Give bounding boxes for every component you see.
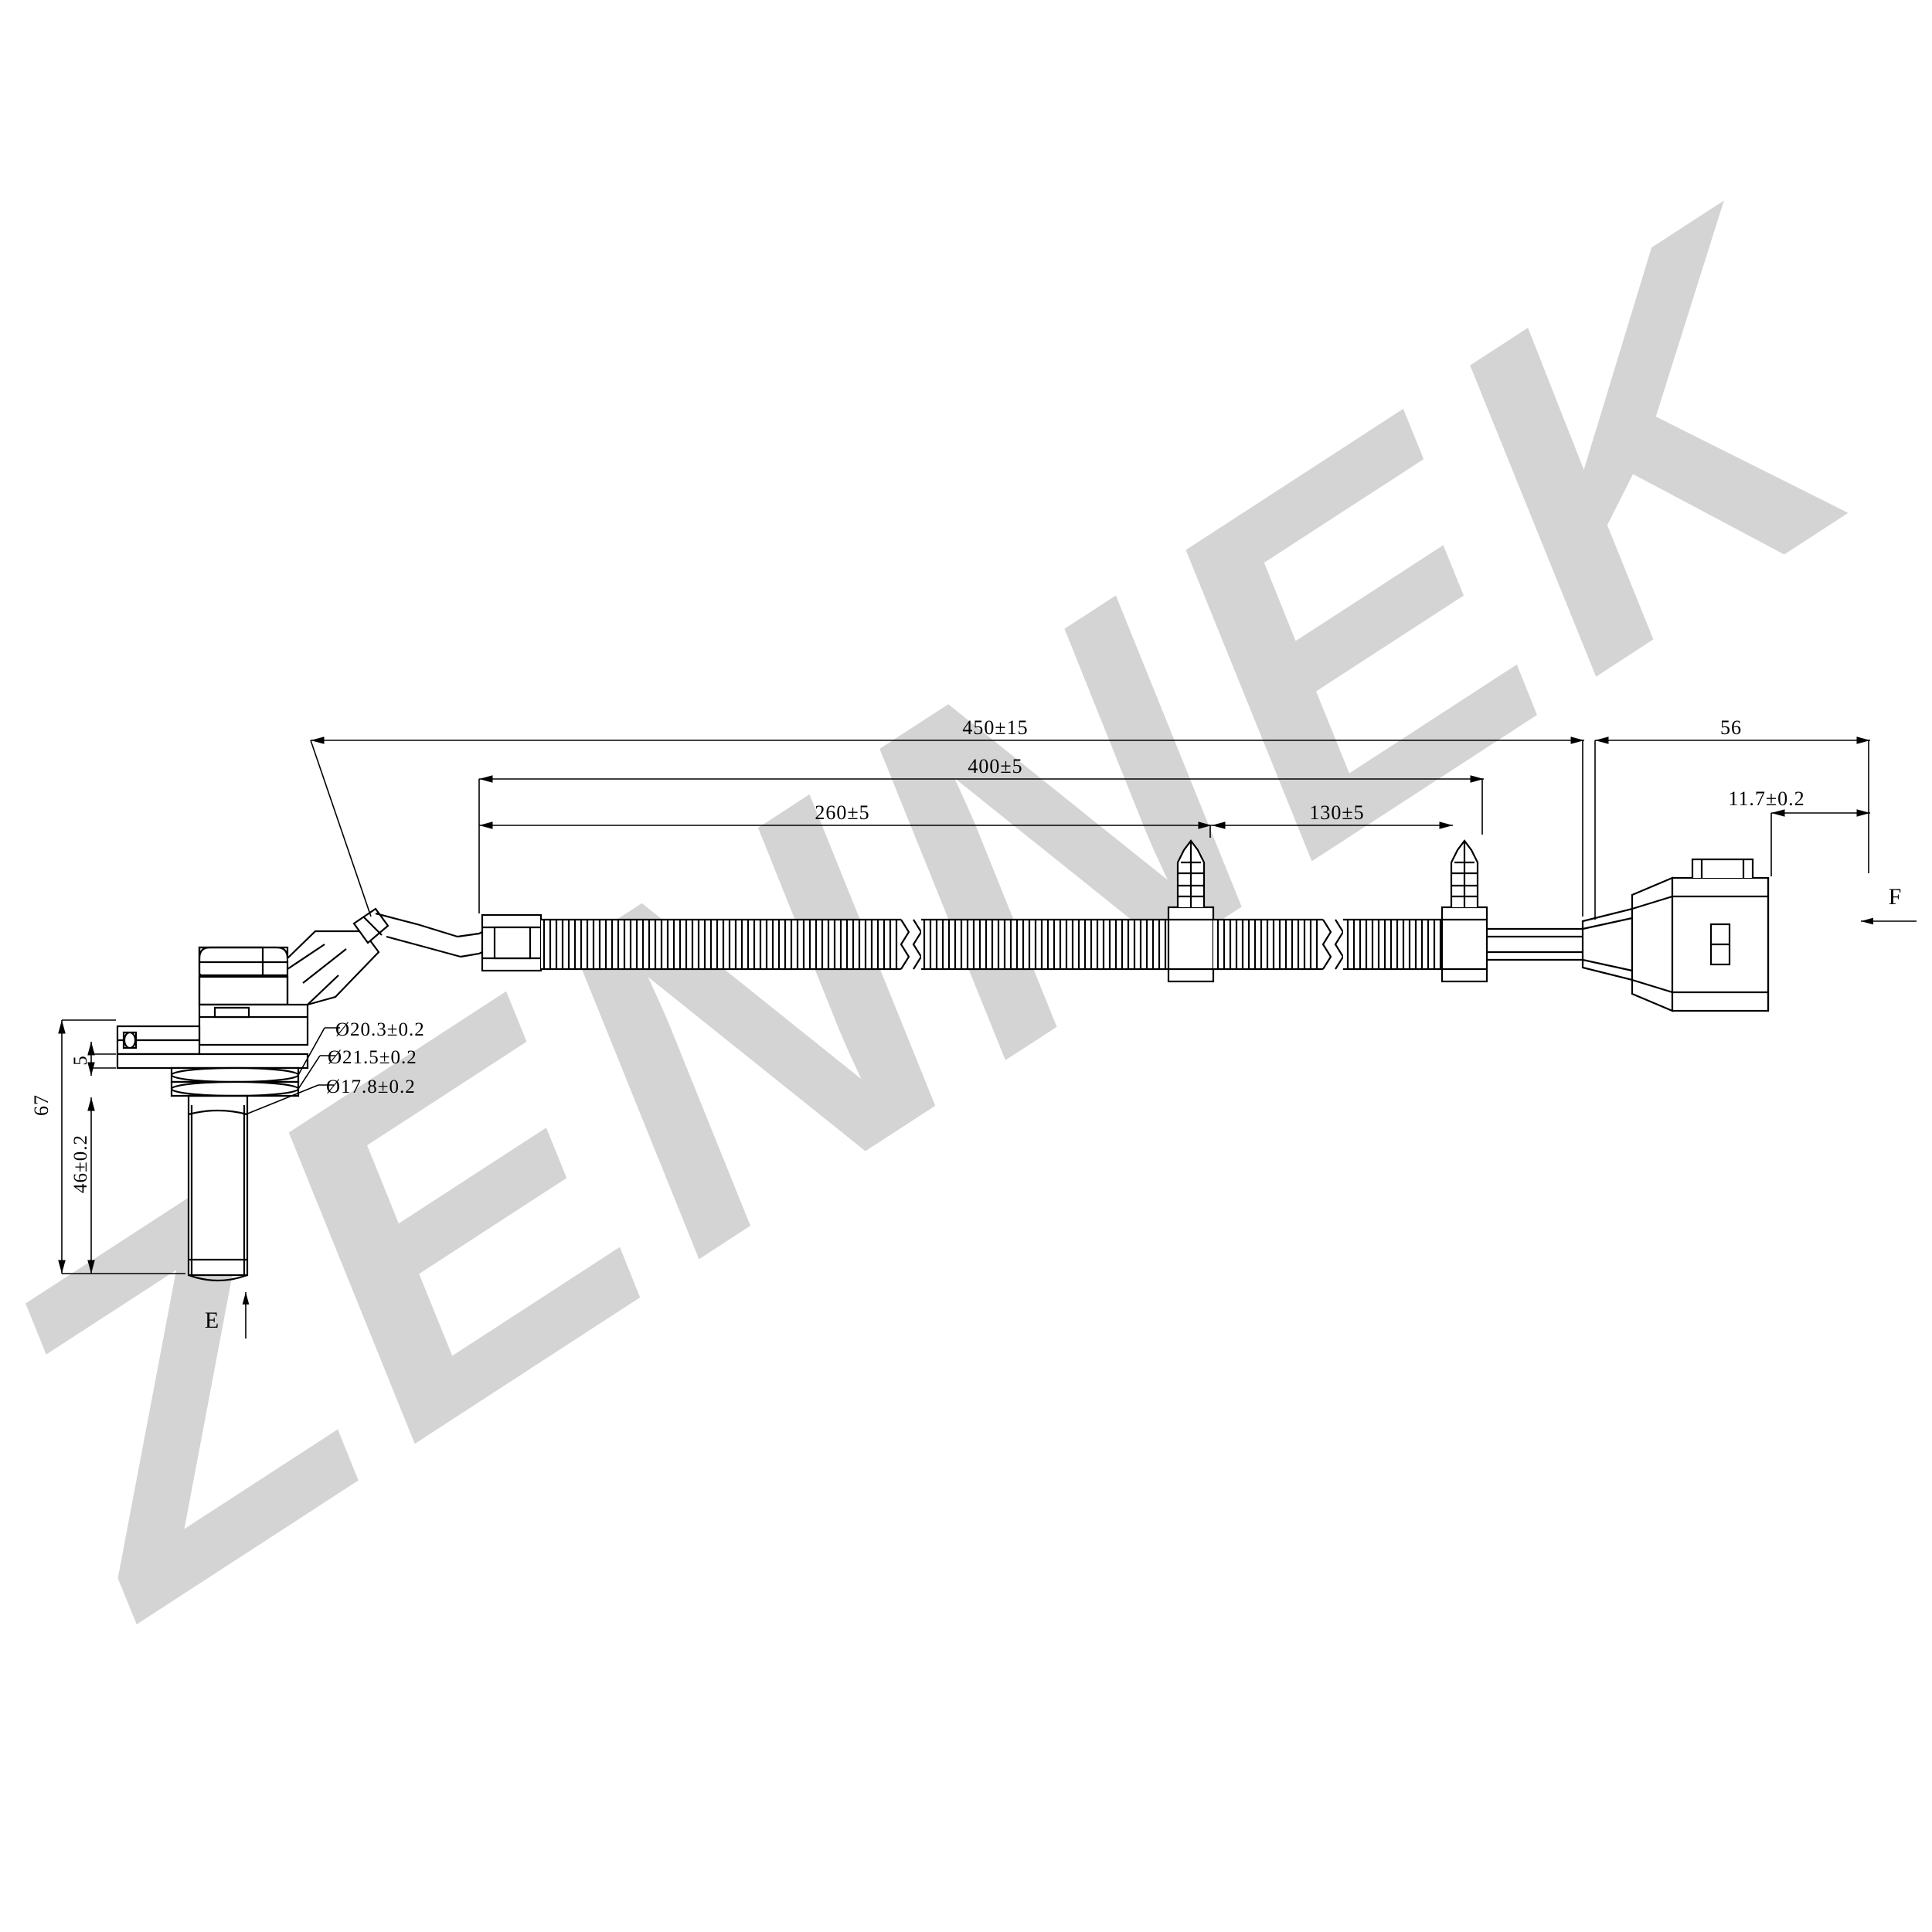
dim-450 bbox=[310, 736, 1584, 917]
corrugated-tube-1 bbox=[541, 918, 901, 971]
dim-label-46: 46±0.2 bbox=[70, 1134, 91, 1193]
diameter-leaders bbox=[245, 1027, 340, 1115]
dim-label-130: 130±5 bbox=[1309, 801, 1364, 824]
dim-label-67: 67 bbox=[30, 1094, 53, 1116]
view-label-e: E bbox=[205, 1308, 219, 1333]
dim-11-7 bbox=[1770, 809, 1870, 876]
dim-label-5: 5 bbox=[70, 1055, 91, 1066]
dim-67 bbox=[58, 1019, 185, 1274]
corrugated-tube-4 bbox=[1343, 918, 1442, 971]
dim-label-d20-3: Ø20.3±0.2 bbox=[335, 1019, 425, 1040]
dim-label-56: 56 bbox=[1720, 716, 1742, 739]
dim-label-260: 260±5 bbox=[815, 801, 869, 824]
corrugated-tube-3 bbox=[1213, 918, 1323, 971]
cable-clip-2 bbox=[1440, 839, 1488, 983]
dim-label-d21-5: Ø21.5±0.2 bbox=[328, 1047, 417, 1068]
dimension-labels: 450±15 400±5 260±5 130±5 56 11.7±0.2 67 … bbox=[30, 716, 1901, 1333]
dim-260 bbox=[479, 821, 1212, 838]
dim-label-d17-8: Ø17.8±0.2 bbox=[326, 1077, 416, 1097]
dim-label-400: 400±5 bbox=[968, 755, 1022, 777]
view-label-f: F bbox=[1889, 884, 1902, 910]
dim-56 bbox=[1594, 736, 1870, 920]
sensor-body bbox=[116, 907, 461, 1282]
dim-label-11-7: 11.7±0.2 bbox=[1728, 787, 1804, 810]
dim-400 bbox=[478, 775, 1484, 913]
dim-5 bbox=[87, 1042, 116, 1076]
cable-assembly bbox=[457, 839, 1583, 983]
corrugated-tube-2 bbox=[921, 918, 1168, 971]
dim-label-450: 450±15 bbox=[962, 716, 1028, 739]
connector-assembly bbox=[1581, 858, 1770, 1012]
